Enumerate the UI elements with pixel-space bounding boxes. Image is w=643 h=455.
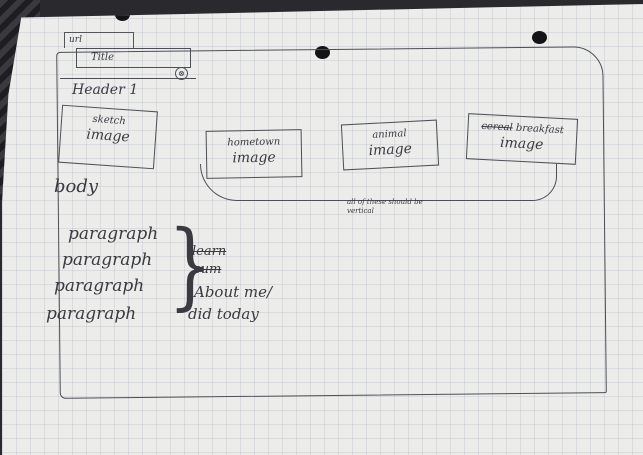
close-icon[interactable]: ⊗ [175,67,188,80]
images-vertical-note: all of these should be vertical [347,198,423,215]
header-1-label: Header 1 [72,82,139,98]
images-grouping-brace [200,164,557,201]
image-caption: hometown [227,136,281,149]
crossed-out-word: sum [194,262,222,277]
crossed-out-word: learn [192,244,227,259]
url-text: url [69,35,82,45]
paragraph-placeholder: paragraph [54,276,145,296]
did-today-label: did today [188,305,259,323]
binder-hole [532,31,547,44]
paragraph-grouping-brace: } [168,209,213,321]
paragraph-placeholder: paragraph [68,224,159,244]
body-label: body [54,176,99,197]
binder-hole [115,8,130,21]
binder-hole [315,46,330,59]
paper-sheet: url Title ⊗ Header 1 sketch image hometo… [2,4,643,455]
url-bar[interactable]: url [64,32,134,48]
about-me-label: About me/ [194,283,273,301]
image-caption: image [368,140,413,160]
image-caption: breakfast [515,122,565,137]
struck-caption: cereal [481,120,513,134]
paragraph-placeholder: paragraph [62,250,153,270]
animal-image-placeholder: animal image [340,119,440,171]
browser-tab[interactable]: Title [76,48,191,68]
tab-divider [60,78,196,79]
breakfast-image-placeholder: cereal breakfast image [465,113,579,165]
tab-title: Title [91,52,115,63]
sketch-image-placeholder: sketch image [58,104,158,170]
paragraph-placeholder: paragraph [46,304,137,324]
image-caption: image [499,134,544,154]
